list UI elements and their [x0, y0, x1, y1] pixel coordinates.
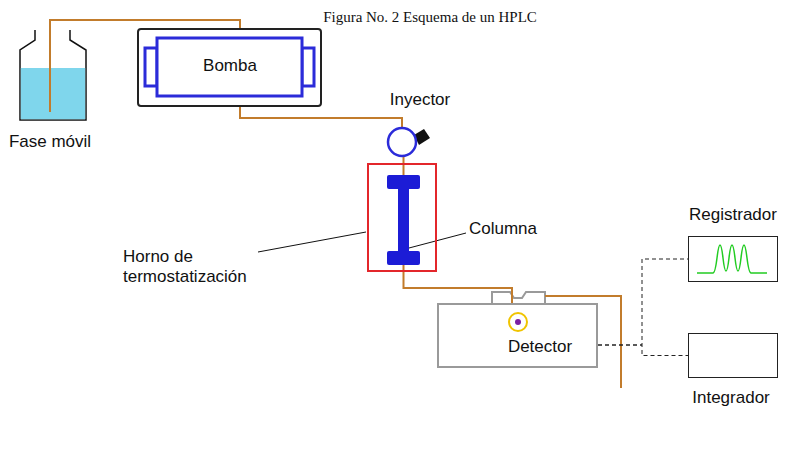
node-label: Horno de termostatización [123, 247, 288, 288]
detector-box: Detector [437, 303, 598, 368]
node-label: Registrador [689, 205, 777, 225]
column-end-fitting [387, 251, 420, 265]
pump-box: Bomba [137, 28, 322, 107]
node-label: Inyector [390, 90, 450, 110]
recorder-box-shape [689, 237, 779, 283]
leader-line [409, 233, 466, 248]
node-label: Fase móvil [9, 132, 91, 152]
bottle-outline [20, 30, 86, 120]
node-label: Integrador [692, 388, 770, 408]
column-end-fitting [387, 175, 420, 189]
reservoir-bottle: Fase móvil [18, 30, 88, 122]
injector-valve-shape [387, 127, 417, 157]
node-label: Columna [469, 219, 537, 239]
reservoir-bottle-shape [18, 30, 88, 122]
intake-tube [49, 30, 51, 112]
node-label: Detector [508, 337, 572, 357]
injector-valve: Inyector [387, 127, 417, 157]
column-shape [387, 175, 420, 265]
signal-line [598, 259, 688, 345]
leader-line [258, 232, 366, 252]
figure-title: Figura No. 2 Esquema de un HPLC [323, 9, 537, 26]
recorder-box: Registrador [688, 236, 778, 282]
column-oven: ColumnaHorno de termostatización [367, 163, 437, 272]
node-label: Bomba [203, 56, 257, 76]
pump-head [302, 48, 314, 86]
pump-body [157, 38, 302, 96]
light-beam-dot [515, 319, 521, 325]
tubing [240, 107, 402, 127]
chromatogram-peaks [697, 245, 767, 273]
mobile-phase-liquid [21, 68, 85, 119]
pump-head [145, 48, 157, 86]
detector-cell-housing [492, 292, 545, 303]
integrator-box: Integrador [688, 333, 778, 378]
signal-line [598, 345, 688, 356]
flow-cell [509, 313, 527, 331]
column: Columna [387, 175, 420, 265]
injector-valve-body [388, 128, 416, 156]
column-tube [398, 187, 409, 253]
tubing [403, 157, 405, 175]
